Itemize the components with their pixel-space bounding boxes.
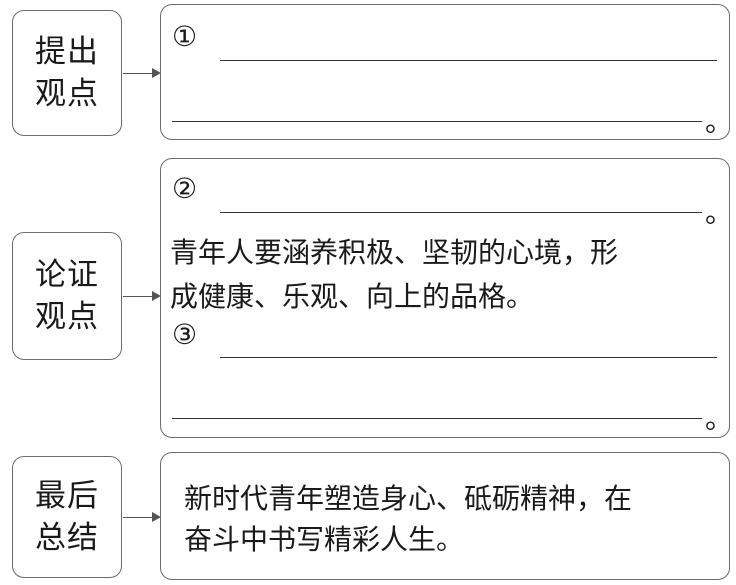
answer-blank-3a[interactable] — [220, 357, 717, 358]
answer-blank-3b[interactable] — [172, 418, 702, 419]
label-argue-line2: 观点 — [35, 299, 99, 335]
content-box-summary — [160, 452, 730, 580]
answer-blank-1b[interactable] — [172, 121, 702, 122]
summary-text-line2: 奋斗中书写精彩人生。 — [184, 523, 465, 556]
circle-number-3: ③ — [172, 318, 198, 351]
circle-number-1: ① — [172, 20, 198, 53]
label-argue-line1: 论证 — [35, 257, 99, 293]
summary-text-line1: 新时代青年塑造身心、砥砺精神，在 — [184, 482, 633, 515]
arrow-right-icon — [123, 68, 161, 78]
label-summary-line1: 最后 — [35, 478, 99, 514]
period-mark: 。 — [705, 196, 734, 229]
arrow-right-icon — [123, 291, 161, 301]
circle-number-2: ② — [172, 172, 198, 205]
content-box-argue — [160, 158, 730, 438]
content-box-propose — [160, 4, 730, 140]
label-box-propose: 提出 观点 — [12, 10, 122, 136]
label-summary-line2: 总结 — [35, 520, 99, 556]
label-box-argue: 论证 观点 — [12, 232, 122, 360]
answer-blank-2[interactable] — [220, 212, 702, 213]
arrow-right-icon — [123, 512, 161, 522]
period-mark: 。 — [705, 105, 734, 138]
answer-blank-1a[interactable] — [220, 60, 717, 61]
argument-text-line2: 成健康、乐观、向上的品格。 — [170, 280, 535, 313]
label-propose-line2: 观点 — [35, 76, 99, 112]
label-box-summary: 最后 总结 — [12, 456, 122, 578]
argument-text-line1: 青年人要涵养积极、坚韧的心境，形 — [170, 236, 619, 269]
label-propose-line1: 提出 — [35, 34, 99, 70]
period-mark: 。 — [705, 402, 734, 435]
